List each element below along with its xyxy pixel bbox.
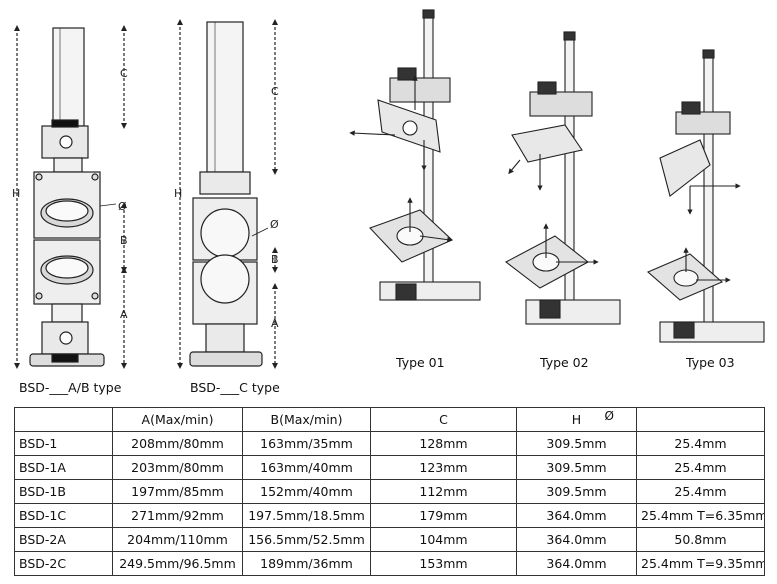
caption-ab-type: BSD-___A/B type <box>19 380 122 395</box>
ab-type-drawing: H C B Ø A <box>12 25 128 369</box>
table-cell: 203mm/80mm <box>112 455 243 480</box>
table-cell: 123mm <box>370 455 517 480</box>
table-cell: 309.5mm <box>516 479 637 504</box>
table-cell: 25.4mm <box>636 455 765 480</box>
model-cell: BSD-1B <box>14 479 113 504</box>
header-model <box>14 407 113 432</box>
svg-text:C: C <box>120 67 128 80</box>
model-cell: BSD-2A <box>14 527 113 552</box>
model-cell: BSD-1A <box>14 455 113 480</box>
table-cell: 197.5mm/18.5mm <box>242 503 371 528</box>
table-cell: 309.5mm <box>516 455 637 480</box>
header-b: B(Max/min) <box>242 407 371 432</box>
header-c: C <box>370 407 517 432</box>
table-cell: 25.4mm <box>636 479 765 504</box>
table-cell: 163mm/35mm <box>242 431 371 456</box>
table-cell: 204mm/110mm <box>112 527 243 552</box>
caption-c-type: BSD-___C type <box>190 380 280 395</box>
model-cell: BSD-2C <box>14 551 113 576</box>
caption-type03: Type 03 <box>686 355 735 370</box>
table-cell: 50.8mm <box>636 527 765 552</box>
table-cell: 364.0mm <box>516 551 637 576</box>
table-cell: 189mm/36mm <box>242 551 371 576</box>
table-cell: 25.4mm <box>636 431 765 456</box>
dim-label-h: H <box>12 187 20 200</box>
svg-text:Ø: Ø <box>118 200 127 213</box>
table-cell: 25.4mm T=6.35mm <box>636 503 765 528</box>
table-cell: 128mm <box>370 431 517 456</box>
table-cell: 163mm/40mm <box>242 455 371 480</box>
svg-text:Ø: Ø <box>270 218 279 231</box>
svg-text:A: A <box>120 308 128 321</box>
caption-type01: Type 01 <box>396 355 445 370</box>
table-cell: 364.0mm <box>516 503 637 528</box>
type01-drawing <box>349 9 481 301</box>
table-cell: 309.5mm <box>516 431 637 456</box>
phi-symbol: Ø <box>604 409 614 423</box>
table-cell: 112mm <box>370 479 517 504</box>
svg-text:B: B <box>120 234 128 247</box>
model-cell: BSD-1 <box>14 431 113 456</box>
table-cell: 271mm/92mm <box>112 503 243 528</box>
svg-text:B: B <box>271 253 279 266</box>
table-header-row: A(Max/min) B(Max/min) C H Ø <box>14 407 765 432</box>
type02-drawing <box>504 31 621 325</box>
caption-type02: Type 02 <box>540 355 589 370</box>
c-type-drawing: H C B Ø A <box>174 19 279 369</box>
svg-text:H: H <box>174 187 182 200</box>
table-cell: 25.4mm T=9.35mm <box>636 551 765 576</box>
table-cell: 104mm <box>370 527 517 552</box>
table-cell: 208mm/80mm <box>112 431 243 456</box>
table-cell: 249.5mm/96.5mm <box>112 551 243 576</box>
table-cell: 153mm <box>370 551 517 576</box>
table-cell: 152mm/40mm <box>242 479 371 504</box>
type03-drawing <box>646 49 765 343</box>
table-cell: 364.0mm <box>516 527 637 552</box>
model-cell: BSD-1C <box>14 503 113 528</box>
header-h: H Ø <box>516 407 637 432</box>
product-drawings: H C B Ø A <box>12 9 765 369</box>
svg-text:A: A <box>271 317 279 330</box>
svg-text:C: C <box>271 85 279 98</box>
header-a: A(Max/min) <box>112 407 243 432</box>
table-cell: 197mm/85mm <box>112 479 243 504</box>
table-cell: 179mm <box>370 503 517 528</box>
table-cell: 156.5mm/52.5mm <box>242 527 371 552</box>
header-diameter <box>636 407 765 432</box>
